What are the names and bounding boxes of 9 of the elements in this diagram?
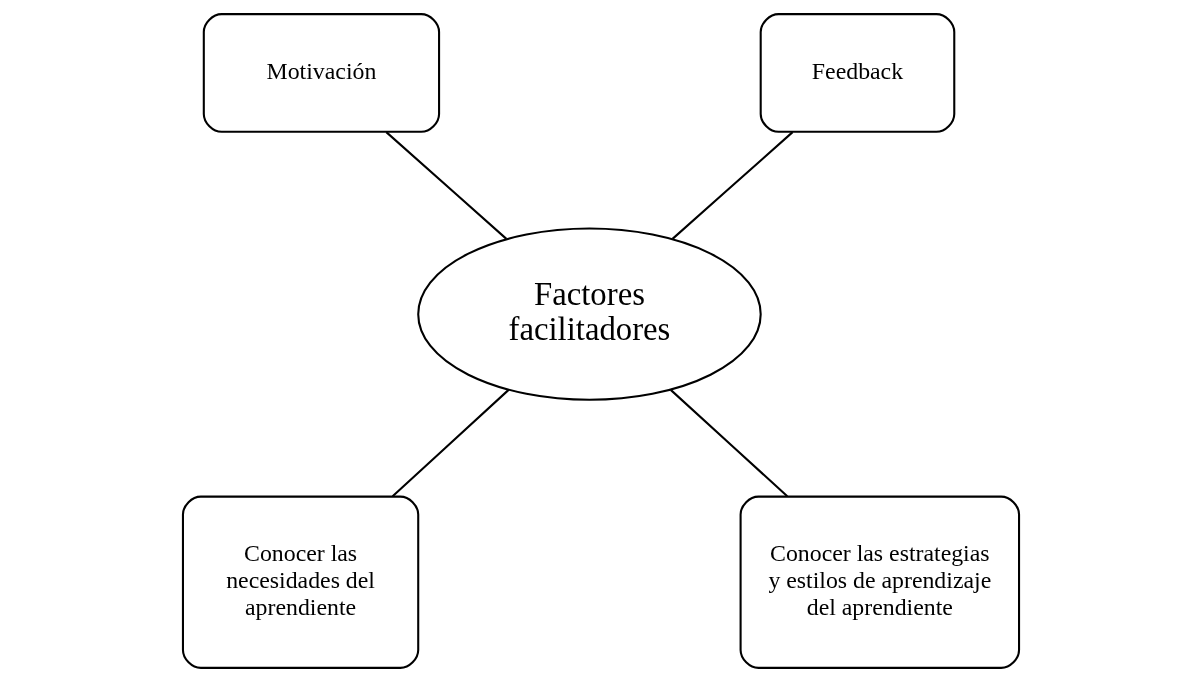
node-box: Feedback	[759, 13, 956, 133]
node-box: Conocer las necesidades del aprendiente	[181, 495, 420, 669]
connector	[670, 389, 788, 498]
connector	[385, 131, 508, 240]
node-box: Motivación	[202, 13, 441, 133]
connector	[391, 389, 510, 498]
connector	[671, 131, 794, 240]
node-ellipse: Factores facilitadores	[417, 227, 762, 401]
node-box: Conocer las estrategias y estilos de aprendizaje del aprendiente	[739, 495, 1021, 669]
